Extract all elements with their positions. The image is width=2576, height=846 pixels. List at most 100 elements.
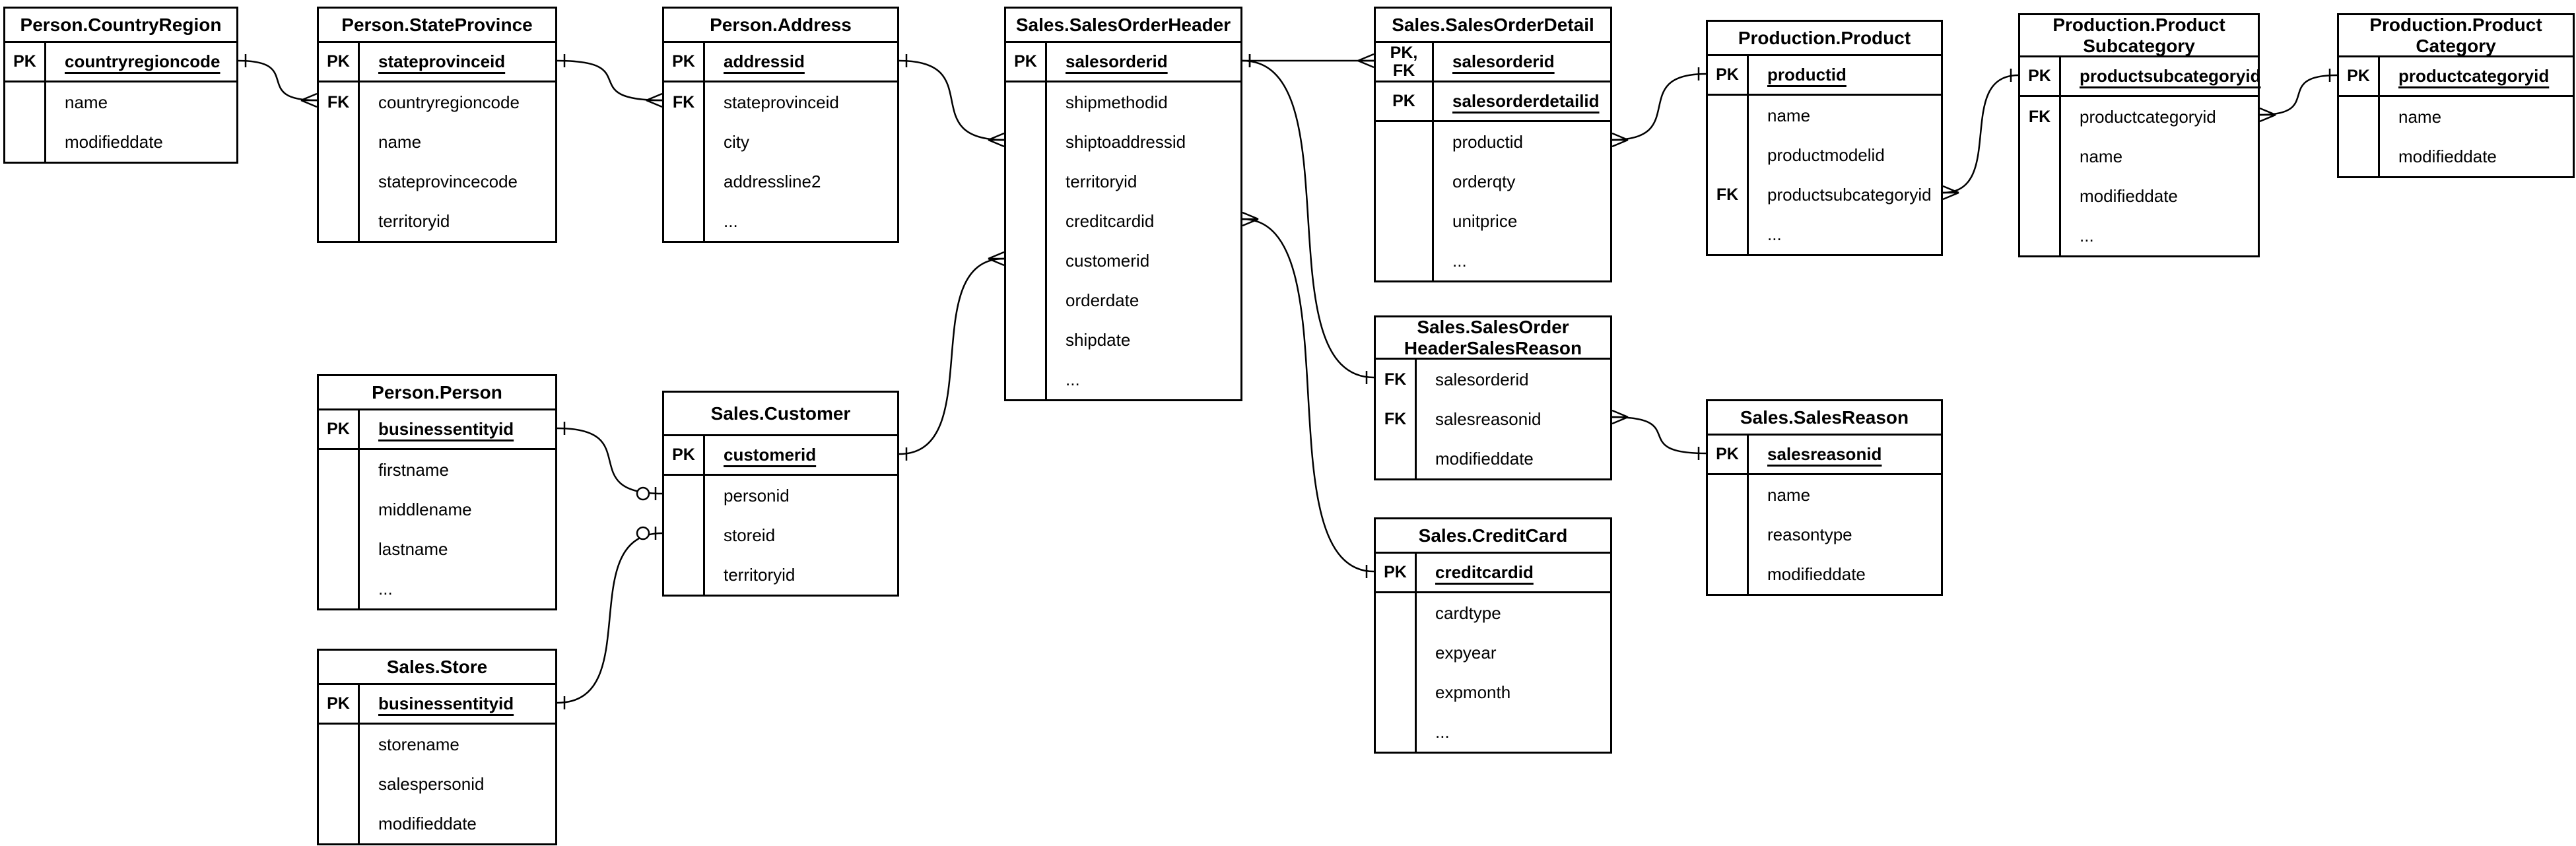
key-label: PK bbox=[1376, 82, 1434, 120]
edge-sales_customer-customerid-to-sales_salesorderheader[interactable] bbox=[898, 251, 1005, 461]
table-row-orderdate: orderdate bbox=[1006, 280, 1240, 320]
relationship-line[interactable] bbox=[557, 427, 663, 495]
relationship-line[interactable] bbox=[557, 59, 663, 102]
edge-person_countryregion-countryregioncode-to-person_stateprovince[interactable] bbox=[238, 54, 318, 108]
cardinality-many-crowfoot-edge-production_product-productsubcategoryid-to-production_productsubcategory[interactable] bbox=[1942, 185, 1959, 201]
key-label bbox=[1708, 515, 1749, 554]
table-row-salesorderid: PK salesorderid bbox=[1006, 43, 1240, 82]
field-name: ... bbox=[2080, 225, 2094, 245]
field-name: ... bbox=[724, 211, 738, 231]
key-label bbox=[664, 555, 705, 595]
cardinality-many-crowfoot-edge-sales_salesorderdetail-productid-to-production_product[interactable] bbox=[1611, 132, 1629, 148]
cardinality-many-crowfoot-edge-person_stateprovince-stateprovinceid-to-person_address[interactable] bbox=[646, 92, 663, 108]
edge-sales_store-businessentityid-to-sales_customer[interactable] bbox=[557, 526, 663, 709]
key-label: PK bbox=[2339, 57, 2380, 95]
field-name: ... bbox=[378, 578, 393, 599]
table-row-expyear: expyear bbox=[1376, 633, 1610, 672]
table-title-line: Category bbox=[2416, 35, 2496, 56]
relationship-line[interactable] bbox=[1242, 59, 1374, 379]
relationship-line[interactable] bbox=[1242, 218, 1374, 573]
table-row-lastname: lastname bbox=[319, 529, 555, 569]
field-name: productsubcategoryid bbox=[2080, 66, 2261, 86]
field-name: salesorderid bbox=[1066, 51, 1168, 71]
field-name: cardtype bbox=[1435, 602, 1501, 623]
table-title-sales_salesorderdetail: Sales.SalesOrderDetail bbox=[1376, 9, 1610, 43]
edge-person_person-businessentityid-to-sales_customer[interactable] bbox=[557, 422, 663, 501]
cardinality-many-crowfoot-edge-person_countryregion-countryregioncode-to-person_stateprovince[interactable] bbox=[300, 92, 318, 108]
table-title-line: Production.Product bbox=[2369, 15, 2542, 36]
key-label bbox=[319, 725, 360, 764]
relationship-line[interactable] bbox=[557, 532, 663, 704]
key-label bbox=[319, 569, 360, 608]
relationship-line[interactable] bbox=[238, 59, 318, 102]
table-row-middlename: middlename bbox=[319, 490, 555, 529]
edge-sales_salesorderheader-salesorderid-to-sales_salesorderheadersalesreason[interactable] bbox=[1242, 54, 1374, 384]
field-name: creditcardid bbox=[1066, 211, 1155, 231]
key-label bbox=[1006, 122, 1047, 162]
field-name: expmonth bbox=[1435, 682, 1511, 702]
key-label: FK bbox=[319, 82, 360, 122]
relationship-line[interactable] bbox=[1611, 416, 1707, 455]
relationship-line[interactable] bbox=[2259, 74, 2338, 116]
field-name: businessentityid bbox=[378, 419, 514, 439]
table-title-line: Person.Address bbox=[710, 14, 852, 35]
relationship-line[interactable] bbox=[898, 257, 1005, 455]
table-row-ellipsis: ... bbox=[1708, 214, 1941, 254]
cardinality-many-crowfoot-edge-sales_salesorderheader-creditcardid-to-sales_creditcard[interactable] bbox=[1242, 211, 1259, 227]
cardinality-many-crowfoot-edge-sales_salesorderheadersalesreason-salesreasonid-to-sales_salesreason[interactable] bbox=[1611, 409, 1629, 425]
cardinality-many-crowfoot-edge-production_productsubcategory-productcategoryid-to-production_productcategory[interactable] bbox=[2259, 107, 2276, 123]
table-title-line: Sales.Customer bbox=[710, 403, 851, 424]
field-name: lastname bbox=[378, 538, 448, 559]
edge-production_productsubcategory-productcategoryid-to-production_productcategory[interactable] bbox=[2259, 69, 2338, 123]
relationship-line[interactable] bbox=[1942, 74, 2019, 194]
cardinality-many-crowfoot-edge-person_address-addressid-to-sales_salesorderheader[interactable] bbox=[988, 132, 1005, 148]
relationship-line[interactable] bbox=[1611, 73, 1707, 141]
table-row-firstname: firstname bbox=[319, 450, 555, 490]
cardinality-many-crowfoot-edge-sales_salesorderheader-salesorderid-to-sales_salesorderdetail[interactable] bbox=[1357, 53, 1374, 69]
field-name: countryregioncode bbox=[378, 92, 520, 112]
key-label: PK bbox=[1006, 43, 1047, 81]
table-row-storename: storename bbox=[319, 725, 555, 764]
table-title-sales_creditcard: Sales.CreditCard bbox=[1376, 519, 1610, 554]
edge-sales_salesorderheader-creditcardid-to-sales_creditcard[interactable] bbox=[1242, 211, 1374, 578]
field-name: orderqty bbox=[1452, 171, 1516, 191]
field-name: businessentityid bbox=[378, 694, 514, 713]
table-row-creditcardid: creditcardid bbox=[1006, 201, 1240, 241]
edge-production_product-productsubcategoryid-to-production_productsubcategory[interactable] bbox=[1942, 69, 2019, 201]
cardinality-many-crowfoot-edge-sales_customer-customerid-to-sales_salesorderheader[interactable] bbox=[988, 251, 1005, 267]
edge-person_address-addressid-to-sales_salesorderheader[interactable] bbox=[898, 54, 1005, 148]
field-name: name bbox=[2398, 106, 2442, 127]
edge-sales_salesorderdetail-productid-to-production_product[interactable] bbox=[1611, 67, 1707, 148]
field-name: modifieddate bbox=[378, 813, 477, 833]
key-label bbox=[664, 122, 705, 162]
table-row-unitprice: unitprice bbox=[1376, 201, 1610, 241]
key-label bbox=[1006, 320, 1047, 360]
edge-person_stateprovince-stateprovinceid-to-person_address[interactable] bbox=[557, 54, 663, 108]
key-label: FK bbox=[1376, 399, 1417, 439]
field-name: territoryid bbox=[378, 211, 450, 231]
key-label bbox=[1376, 712, 1417, 752]
table-row-shipdate: shipdate bbox=[1006, 320, 1240, 360]
edge-sales_salesorderheadersalesreason-salesreasonid-to-sales_salesreason[interactable] bbox=[1611, 409, 1707, 460]
relationship-line[interactable] bbox=[898, 59, 1005, 141]
